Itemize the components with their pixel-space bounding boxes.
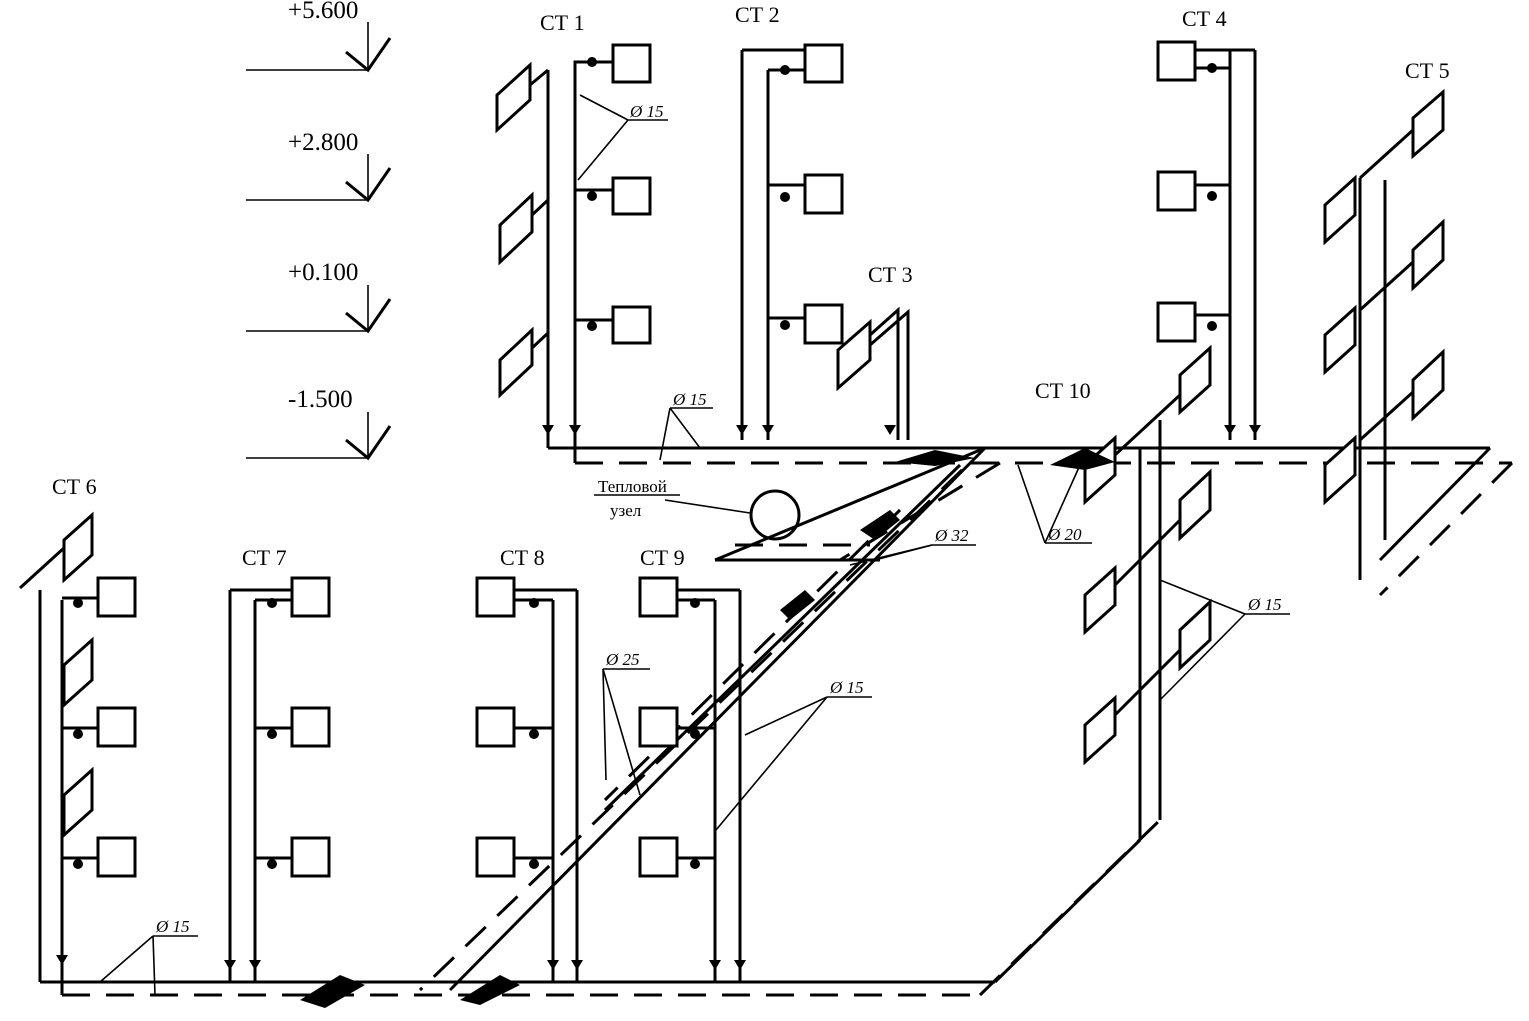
- riser-st4: СТ 4: [1156, 6, 1261, 440]
- diameter-text: Ø 32: [934, 526, 969, 545]
- diameter-label-upper-main: Ø 15: [659, 390, 713, 461]
- radiator: [1156, 301, 1197, 343]
- lower-mains: [40, 420, 1162, 997]
- diameter-label-d20: Ø 20: [1017, 464, 1092, 544]
- level-label: -1.500: [288, 386, 353, 413]
- radiator: [62, 766, 94, 839]
- riser-st3: СТ 3: [836, 262, 913, 440]
- radiator: [290, 706, 331, 748]
- level-mark-minus1500: -1.500: [246, 386, 392, 461]
- radiator: [1323, 434, 1357, 506]
- riser-label-st5: СТ 5: [1405, 58, 1450, 83]
- riser-label-st9: СТ 9: [640, 545, 685, 570]
- riser-label-st6: СТ 6: [52, 474, 97, 499]
- riser-label-st1: СТ 1: [540, 10, 585, 35]
- riser-label-st7: СТ 7: [242, 545, 287, 570]
- radiator: [498, 326, 534, 399]
- diameter-label-d25: Ø 25: [602, 650, 650, 796]
- radiator: [638, 706, 679, 748]
- riser-label-st10: СТ 10: [1035, 378, 1091, 403]
- upper-mains: [546, 440, 1514, 597]
- riser-label-st8: СТ 8: [500, 545, 545, 570]
- radiator: [1411, 88, 1445, 160]
- riser-st9: СТ 9: [638, 545, 746, 982]
- radiator: [96, 706, 137, 748]
- diagonal-mains: [418, 446, 987, 992]
- diameter-label-d32: Ø 32: [849, 526, 976, 566]
- riser-label-st3: СТ 3: [868, 262, 913, 287]
- radiator: [290, 576, 331, 618]
- radiator: [1178, 344, 1212, 416]
- diameter-text: Ø 15: [672, 390, 707, 409]
- riser-st7: СТ 7: [224, 545, 331, 982]
- level-mark-5600: +5.600: [246, 0, 392, 73]
- diameter-labels: Ø 15 Ø 15 Ø 20 Ø 32 Ø 15: [99, 94, 1290, 996]
- radiator: [475, 836, 516, 878]
- riser-label-st2: СТ 2: [735, 2, 780, 27]
- radiator: [1156, 170, 1197, 212]
- riser-st2: СТ 2: [735, 2, 844, 440]
- radiator: [1178, 598, 1212, 672]
- radiator: [1083, 694, 1117, 766]
- radiator: [836, 318, 872, 392]
- diameter-text: Ø 15: [155, 917, 190, 936]
- diameter-label-st10: Ø 15: [1159, 579, 1290, 701]
- radiator: [290, 836, 331, 878]
- radiator: [498, 191, 534, 266]
- diameter-text: Ø 15: [1247, 595, 1282, 614]
- radiator: [803, 43, 844, 84]
- radiator: [1156, 40, 1197, 82]
- level-label: +0.100: [288, 259, 358, 286]
- level-label: +5.600: [288, 0, 358, 24]
- diameter-text: Ø 15: [829, 678, 864, 697]
- radiator: [611, 305, 652, 345]
- radiator: [475, 706, 516, 748]
- riser-st1: СТ 1: [495, 10, 652, 440]
- radiator: [62, 511, 94, 584]
- radiator: [638, 836, 679, 878]
- radiator: [96, 836, 137, 878]
- radiator: [1411, 348, 1445, 422]
- radiator: [96, 576, 137, 618]
- radiator: [638, 576, 679, 618]
- radiator: [611, 176, 652, 216]
- pipe-fittings: [300, 448, 1115, 1008]
- diameter-label-st1: Ø 15: [577, 94, 668, 181]
- riser-label-st4: СТ 4: [1182, 6, 1227, 31]
- diameter-text: Ø 20: [1047, 525, 1082, 544]
- heat-node: Тепловой узел: [594, 477, 801, 541]
- heat-node-label-line2: узел: [610, 501, 642, 520]
- riser-st8: СТ 8: [475, 545, 583, 982]
- radiator: [611, 43, 652, 84]
- radiator: [62, 636, 94, 709]
- level-mark-2800: +2.800: [246, 129, 392, 203]
- diameter-text: Ø 25: [605, 650, 640, 669]
- radiator: [803, 173, 844, 215]
- radiator: [803, 303, 844, 345]
- level-mark-0100: +0.100: [246, 259, 392, 334]
- radiator: [475, 576, 516, 618]
- radiator: [1411, 218, 1445, 292]
- heat-node-label-line1: Тепловой: [598, 477, 667, 496]
- riser-st10: СТ 10: [1035, 344, 1212, 766]
- level-label: +2.800: [288, 129, 358, 156]
- diameter-label-st9: Ø 15: [715, 678, 872, 831]
- diameter-label-lower-main: Ø 15: [99, 917, 198, 996]
- radiator: [1178, 468, 1212, 542]
- radiator: [1323, 174, 1357, 246]
- riser-st6: СТ 6: [18, 474, 137, 985]
- radiator: [1083, 564, 1117, 636]
- radiator: [495, 61, 532, 134]
- radiator: [1323, 304, 1357, 376]
- level-marks: +5.600 +2.800 +0.100 -1.500: [246, 0, 392, 461]
- radiator: [1083, 434, 1117, 506]
- riser-st5: СТ 5: [1323, 58, 1450, 580]
- diameter-text: Ø 15: [629, 102, 664, 121]
